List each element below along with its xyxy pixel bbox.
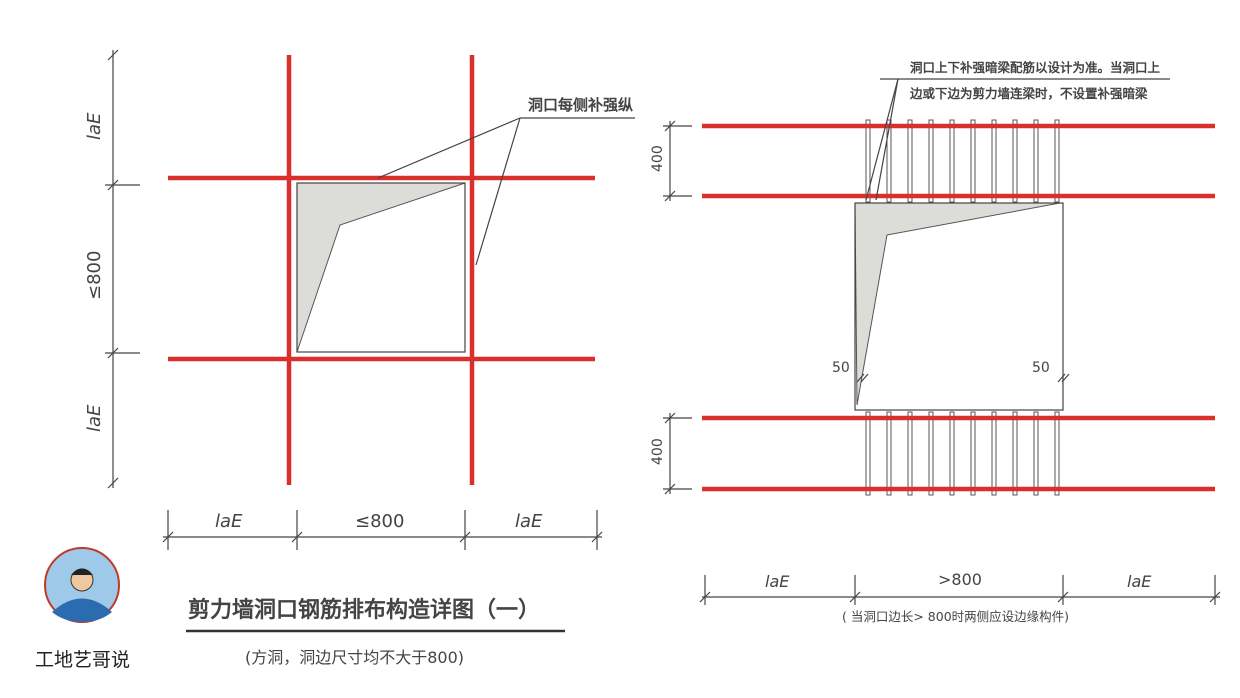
left-diagram: 洞口每侧补强纵 laE ≤800 laE laE ≤800 laE 剪力墙洞口钢… (84, 49, 635, 667)
note: ( 当洞口边长> 800时两侧应设边缘构件) (842, 609, 1069, 624)
stirrup (886, 411, 892, 496)
dim-label: laE (84, 404, 105, 432)
dim-label: ≤800 (355, 511, 404, 532)
opening-reinforcement-hatch (854, 202, 1061, 406)
diagram-title: 剪力墙洞口钢筋排布构造详图（一） (188, 597, 540, 623)
opening-reinforcement-hatch (296, 182, 466, 353)
dim-label: laE (765, 572, 790, 591)
opening-outline (296, 182, 466, 353)
dim-label: laE (515, 511, 543, 532)
dim-label: 400 (650, 438, 666, 465)
dim-label: >800 (938, 570, 982, 589)
stirrup (1033, 411, 1039, 496)
stirrup (970, 411, 976, 496)
dim-label: 400 (650, 145, 666, 172)
stirrups (865, 119, 1060, 496)
stirrup (1012, 411, 1018, 496)
dim-label: laE (215, 511, 243, 532)
stirrup (1012, 119, 1018, 203)
offset-label: 50 (1032, 360, 1050, 376)
stirrup (928, 411, 934, 496)
stirrup (949, 411, 955, 496)
opening-outline (854, 202, 1064, 411)
stirrup (1033, 119, 1039, 203)
brand-avatar (44, 547, 120, 623)
stirrup (886, 119, 892, 203)
callout-line: 洞口上下补强暗梁配筋以设计为准。当洞口上 (910, 60, 1161, 75)
stirrup (991, 411, 997, 496)
dim-label: laE (84, 112, 105, 140)
right-diagram: 洞口上下补强暗梁配筋以设计为准。当洞口上 边或下边为剪力墙连梁时，不设置补强暗梁… (650, 60, 1221, 624)
stirrup (928, 119, 934, 203)
callout-line: 边或下边为剪力墙连梁时，不设置补强暗梁 (909, 86, 1148, 101)
brand-name: 工地艺哥说 (34, 649, 130, 671)
stirrup (1054, 119, 1060, 203)
stirrup (970, 119, 976, 203)
stirrup (1054, 411, 1060, 496)
stirrup (865, 119, 871, 203)
offset-label: 50 (832, 360, 850, 376)
stirrup (865, 411, 871, 496)
stirrup (949, 119, 955, 203)
stirrup (991, 119, 997, 203)
diagram-subtitle: (方洞，洞边尺寸均不大于800) (245, 648, 464, 667)
stirrup (907, 411, 913, 496)
callout-label: 洞口每侧补强纵 (528, 96, 633, 114)
stirrup (907, 119, 913, 203)
dim-label: laE (1127, 572, 1152, 591)
dim-label: ≤800 (84, 251, 105, 300)
